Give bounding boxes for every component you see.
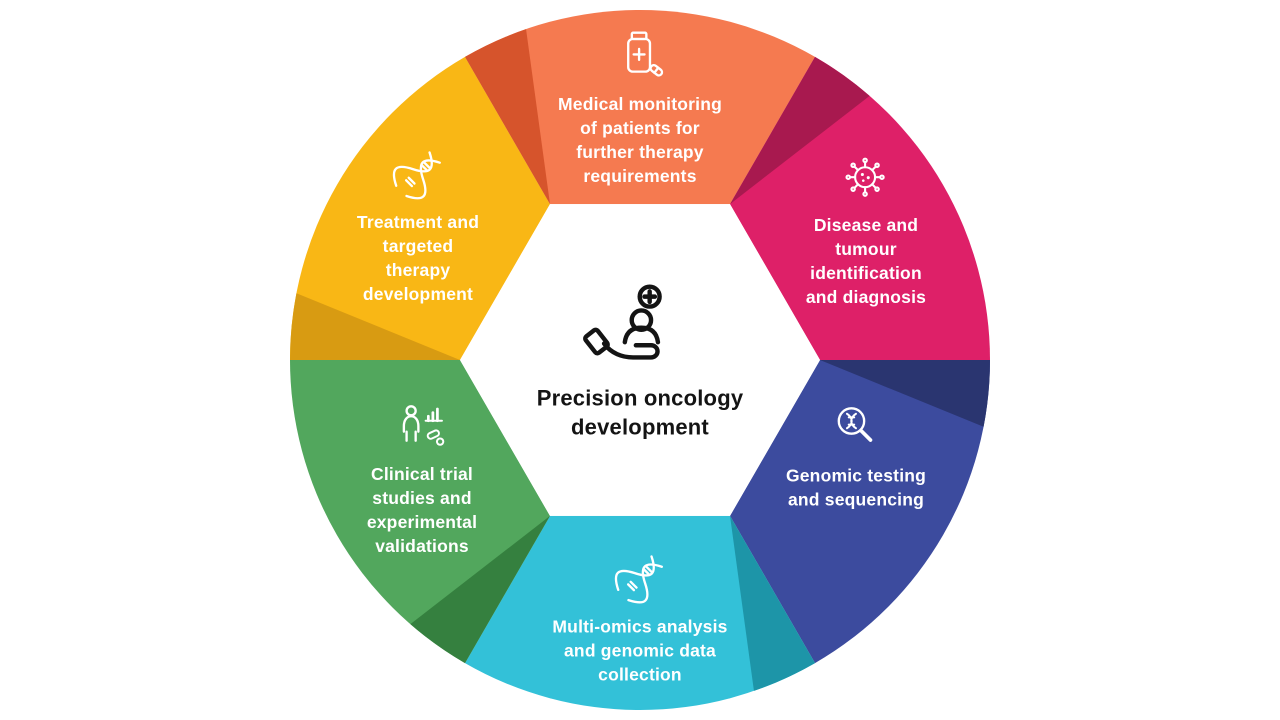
wedge-genomic-testing: [730, 360, 990, 664]
shade-clinical-trials: [410, 515, 550, 664]
shade-disease-identification: [730, 56, 870, 205]
wedge-treatment-development: [290, 56, 550, 360]
shade-medical-monitoring: [465, 29, 550, 205]
wedge-multi-omics: [465, 515, 815, 710]
center-hexagon: [460, 204, 820, 516]
shade-genomic-testing: [820, 360, 990, 427]
shade-multi-omics: [730, 515, 815, 691]
shade-treatment-development: [290, 293, 460, 360]
wedge-medical-monitoring: [465, 10, 815, 205]
